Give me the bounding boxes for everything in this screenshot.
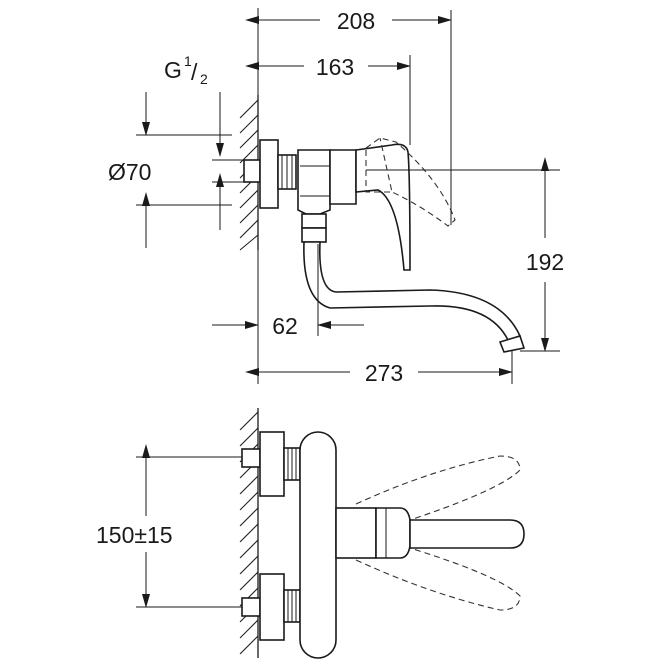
dim-208: 208 [245,8,452,34]
dim-150-value: 150 [96,522,134,548]
thread-sup-text: 1 [184,53,192,69]
extension-lines-bottom [136,456,242,608]
dim-150-label: 150±15 [96,522,173,548]
dim-62-label: 62 [272,313,298,339]
spout [303,241,526,353]
dim-diameter-label: Ø70 [108,159,151,185]
thread-slash-text: / [191,59,198,85]
dim-163-label: 163 [316,54,354,80]
dim-273-label: 273 [365,360,403,386]
mixer-body [297,149,357,243]
dim-150-tolerance: ±15 [134,522,172,548]
side-view: 208 163 G 1 / 2 Ø70 192 [108,8,564,386]
dim-163: 163 [245,54,411,80]
dim-192: 192 [526,157,564,352]
wall-connector [243,139,297,209]
dim-208-label: 208 [337,8,375,34]
extension-lines-top [136,8,560,384]
connector-upper [241,431,301,497]
wall-bottom [239,408,259,658]
connector-lower [241,573,301,641]
dim-192-label: 192 [526,249,564,275]
thread-sub-text: 2 [200,71,208,87]
thread-g-text: G [164,57,182,83]
dim-diameter: Ø70 [108,92,151,248]
lever [355,137,456,271]
thread-label: G 1 / 2 [164,53,224,230]
body-bar [299,431,337,659]
dim-273: 273 [245,360,513,386]
plan-view: 150±15 [96,408,525,659]
dim-62: 62 [212,313,364,339]
lever-plan [335,455,525,611]
dim-150: 150±15 [96,444,173,608]
